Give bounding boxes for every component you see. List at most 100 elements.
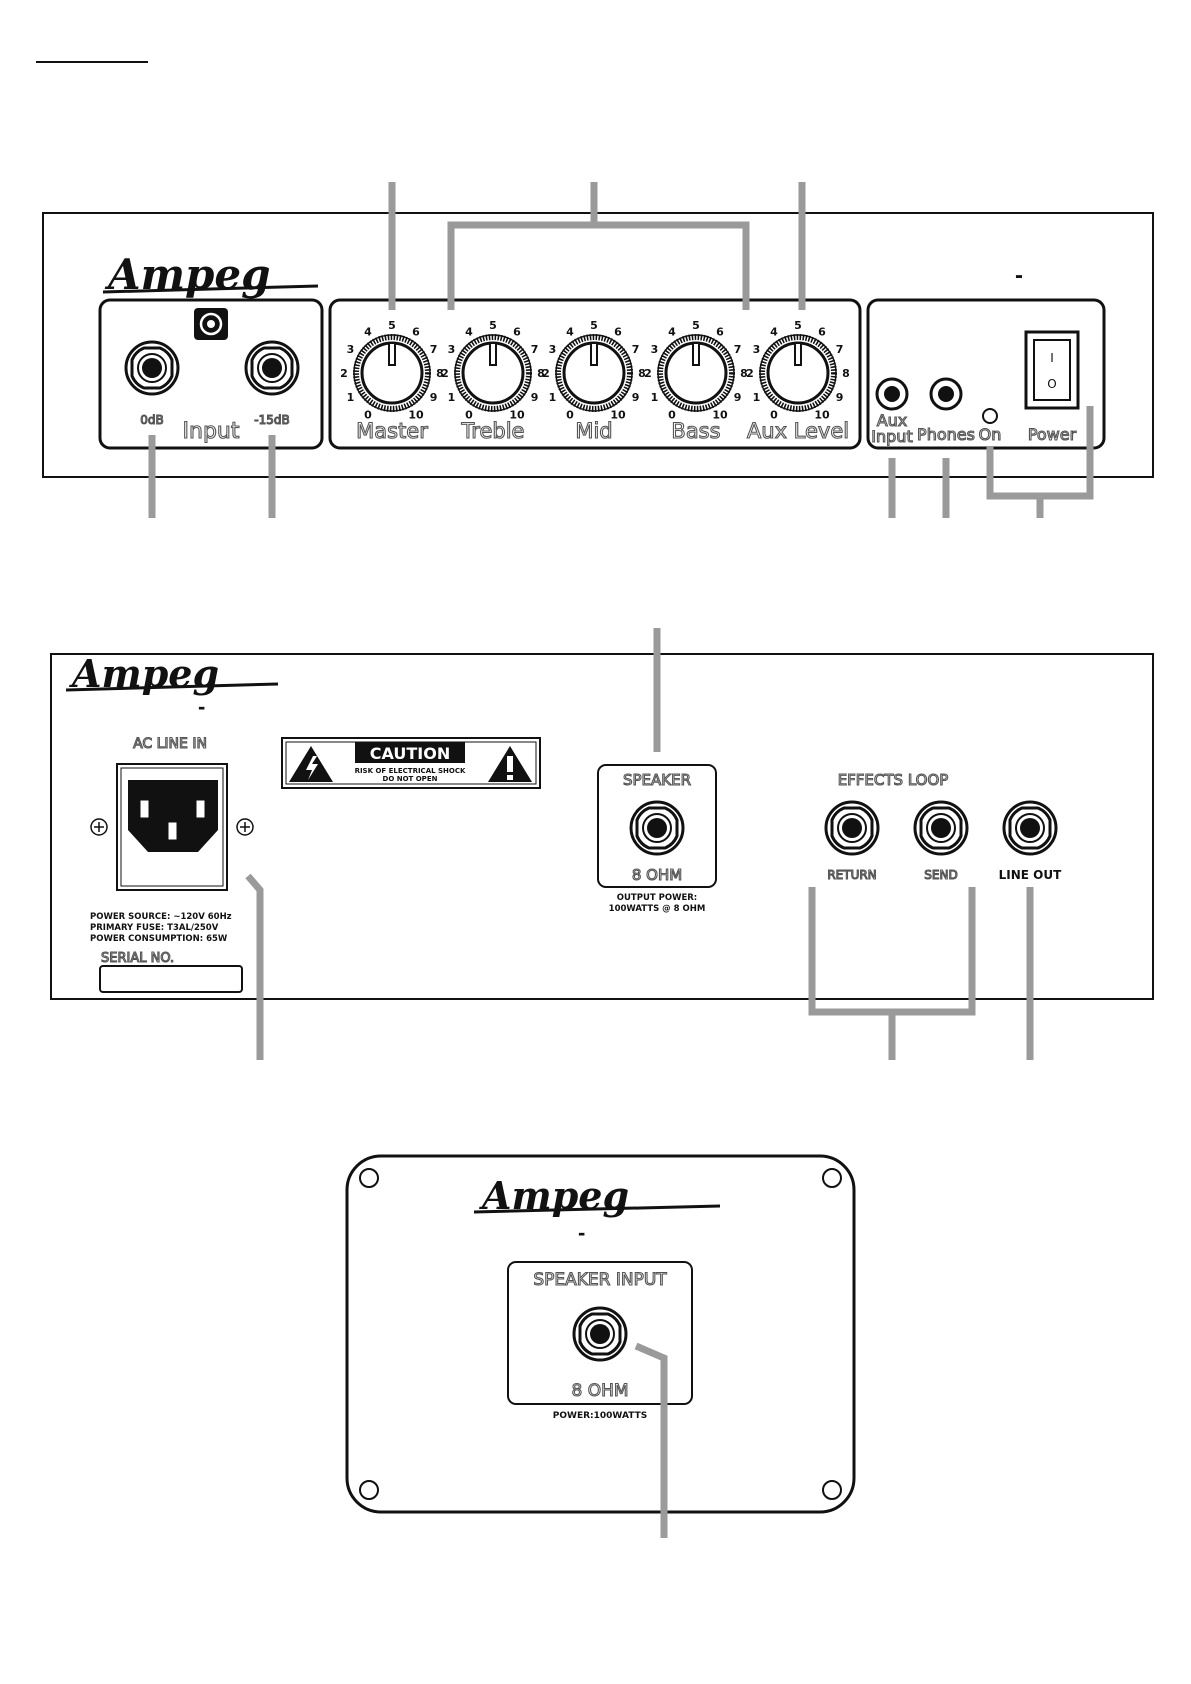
caution-sub2: DO NOT OPEN — [383, 775, 438, 783]
screw-top-right-icon — [822, 1168, 842, 1188]
mid-tick-6: 6 — [614, 325, 622, 338]
mid-tick-1: 1 — [549, 391, 557, 404]
ac-screw-right-icon — [236, 818, 254, 836]
ac-screw-left-icon — [90, 818, 108, 836]
serial-no-box — [99, 965, 243, 993]
label-aux: Aux — [877, 411, 908, 430]
screw-top-left-icon — [359, 1168, 379, 1188]
ac-inlet[interactable] — [116, 763, 228, 891]
treble-tick-3: 3 — [448, 343, 456, 356]
mid-tick-7: 7 — [632, 343, 640, 356]
aux-level-tick-3: 3 — [753, 343, 761, 356]
caution-sub1: RISK OF ELECTRICAL SHOCK — [355, 767, 466, 775]
cabinet-model-dash: - — [578, 1220, 585, 1245]
aux-level-tick-0: 0 — [770, 409, 778, 422]
aux-level-tick-5: 5 — [794, 319, 802, 332]
bass-tick-10: 10 — [712, 409, 728, 422]
primary-fuse-text: PRIMARY FUSE: T3AL/250V — [90, 923, 219, 933]
aux-level-knob[interactable] — [760, 335, 836, 411]
aux-level-tick-4: 4 — [770, 325, 778, 338]
exclamation-warning-icon — [488, 746, 532, 782]
label-phones: Phones — [917, 425, 975, 444]
lightning-warning-icon — [289, 746, 333, 782]
send-jack[interactable] — [913, 800, 969, 856]
power-source-text: POWER SOURCE: ~120V 60Hz — [90, 912, 232, 922]
treble-tick-6: 6 — [513, 325, 521, 338]
input-minus15db-jack[interactable] — [244, 340, 300, 396]
cabinet-ohm-label: 8 OHM — [571, 1381, 628, 1401]
treble-tick-10: 10 — [509, 409, 525, 422]
bass-tick-2: 2 — [644, 367, 652, 380]
mid-tick-8: 8 — [638, 367, 646, 380]
mid-knob[interactable] — [556, 335, 632, 411]
rear-panel: Ampeg - AC LINE IN POWER SOURCE: ~120V 6… — [50, 628, 1154, 1060]
speaker-ohm-label: 8 OHM — [632, 866, 682, 884]
bass-tick-5: 5 — [692, 319, 700, 332]
effects-loop-label: EFFECTS LOOP — [838, 771, 949, 789]
on-led-icon — [982, 408, 998, 424]
treble-knob[interactable] — [455, 335, 531, 411]
aux-level-tick-7: 7 — [836, 343, 844, 356]
treble-tick-9: 9 — [531, 391, 539, 404]
master-tick-7: 7 — [430, 343, 438, 356]
treble-tick-4: 4 — [465, 325, 473, 338]
master-tick-9: 9 — [430, 391, 438, 404]
screw-bottom-right-icon — [822, 1480, 842, 1500]
master-tick-6: 6 — [412, 325, 420, 338]
power-switch[interactable]: I O — [1024, 330, 1080, 410]
master-label: Master — [356, 419, 428, 443]
cabinet-logo-stroke — [473, 1204, 721, 1214]
cabinet-power-label: POWER:100WATTS — [553, 1411, 647, 1421]
return-jack[interactable] — [824, 800, 880, 856]
aux-input-jack[interactable] — [875, 377, 909, 411]
input-section: 0dB Input -15dB — [98, 298, 324, 450]
mid-tick-10: 10 — [610, 409, 626, 422]
speaker-input-jack[interactable] — [572, 1306, 628, 1362]
mid-tick-5: 5 — [590, 319, 598, 332]
bass-tick-9: 9 — [734, 391, 742, 404]
aux-level-label: Aux Level — [747, 419, 849, 443]
bass-tick-0: 0 — [668, 409, 676, 422]
label-0db: 0dB — [140, 413, 163, 427]
label-aux-input: Input — [871, 427, 912, 446]
line-out-jack[interactable] — [1002, 800, 1058, 856]
treble-tick-8: 8 — [537, 367, 545, 380]
master-tick-1: 1 — [347, 391, 355, 404]
label-minus15db: -15dB — [254, 413, 289, 427]
power-section: I O Aux Input Phones On Power — [866, 298, 1106, 450]
front-callouts — [148, 182, 1094, 518]
cabinet-panel: Ampeg - SPEAKER INPUT 8 OHM POWER:100WAT… — [345, 1154, 856, 1538]
master-tick-0: 0 — [364, 409, 372, 422]
output-power-line2: 100WATTS @ 8 OHM — [609, 904, 706, 914]
input-0db-jack[interactable] — [124, 340, 180, 396]
bass-tick-7: 7 — [734, 343, 742, 356]
aux-level-tick-10: 10 — [814, 409, 830, 422]
treble-tick-2: 2 — [441, 367, 449, 380]
treble-tick-0: 0 — [465, 409, 473, 422]
treble-tick-7: 7 — [531, 343, 539, 356]
aux-level-tick-6: 6 — [818, 325, 826, 338]
master-knob[interactable] — [354, 335, 430, 411]
serial-no-label: SERIAL NO. — [101, 951, 174, 966]
rear-logo-stroke — [65, 682, 279, 692]
master-tick-3: 3 — [347, 343, 355, 356]
mid-tick-9: 9 — [632, 391, 640, 404]
aux-level-tick-9: 9 — [836, 391, 844, 404]
label-power: Power — [1028, 425, 1077, 444]
mid-label: Mid — [575, 419, 612, 443]
bass-knob[interactable] — [658, 335, 734, 411]
ac-line-in-label: AC LINE IN — [133, 736, 207, 752]
mid-tick-0: 0 — [566, 409, 574, 422]
phones-jack[interactable] — [929, 377, 963, 411]
ampeg-badge-icon — [194, 308, 228, 340]
cabinet-callout — [634, 1342, 668, 1538]
speaker-out-jack[interactable] — [629, 800, 685, 856]
bass-tick-8: 8 — [740, 367, 748, 380]
